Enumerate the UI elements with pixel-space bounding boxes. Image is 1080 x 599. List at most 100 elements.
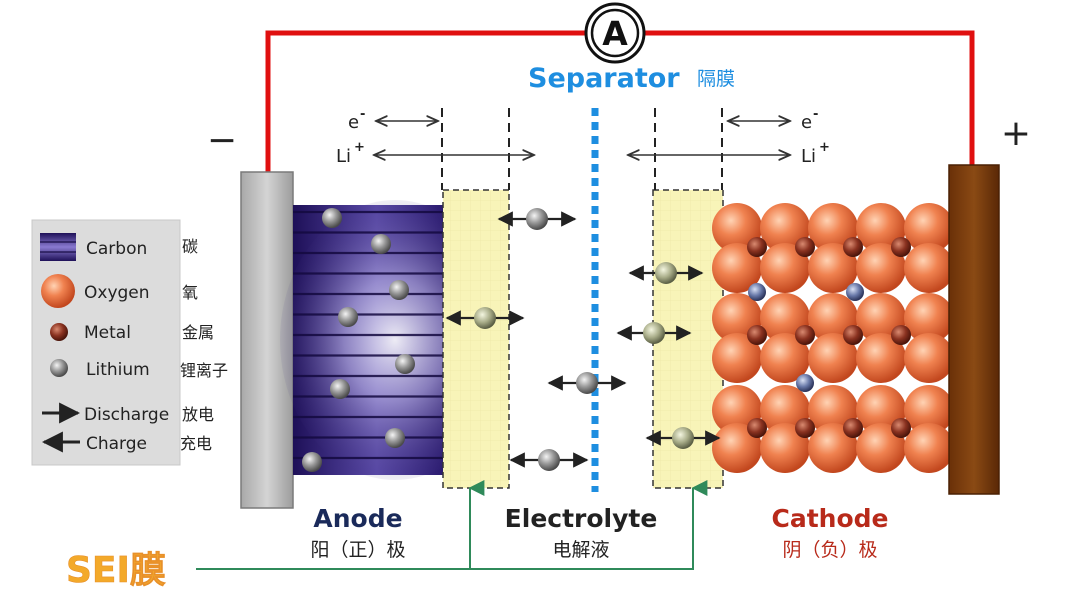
metal-ball-icon — [795, 418, 815, 438]
ammeter-icon: A — [584, 2, 646, 64]
legend-item-lithium: Lithium 锂离子 — [50, 359, 228, 380]
oxygen-ball-icon — [904, 203, 954, 253]
legend-item-oxygen: Oxygen 氧 — [41, 274, 198, 308]
flow-annotations: e - Li + e - Li + — [336, 107, 830, 167]
oxygen-ball-icon — [760, 333, 810, 383]
metal-ball-icon — [795, 237, 815, 257]
lithium-ball-icon — [371, 234, 391, 254]
lithium-ball-icon — [330, 379, 350, 399]
anode-label: Anode — [313, 504, 402, 533]
cathode-current-collector — [948, 164, 1000, 495]
svg-text:-: - — [813, 107, 818, 122]
legend-item-discharge: Discharge 放电 — [42, 402, 214, 425]
legend-label-lithium: Lithium — [86, 360, 150, 380]
legend-item-charge: Charge 充电 — [41, 431, 212, 454]
legend-label-discharge-cn: 放电 — [182, 405, 214, 424]
lithium-ball-icon — [748, 283, 766, 301]
oxygen-ball-icon — [808, 423, 858, 473]
right-lithium-label: Li + — [801, 140, 830, 167]
separator-label-cn: 隔膜 — [697, 68, 735, 90]
oxygen-ball-icon — [41, 274, 75, 308]
metal-ball-icon — [50, 323, 68, 341]
lithium-ball-icon — [385, 428, 405, 448]
oxygen-ball-icon — [856, 423, 906, 473]
left-lithium-label: Li + — [336, 140, 365, 167]
oxygen-ball-icon — [760, 423, 810, 473]
oxygen-ball-icon — [904, 333, 954, 383]
lithium-ball-icon — [672, 427, 694, 449]
metal-ball-icon — [891, 418, 911, 438]
lithium-ball-icon — [655, 262, 677, 284]
cathode-lattice — [712, 203, 954, 473]
oxygen-ball-icon — [712, 333, 762, 383]
legend-label-lithium-cn: 锂离子 — [180, 361, 228, 380]
legend-label-oxygen-cn: 氧 — [182, 283, 198, 302]
lithium-ball-icon — [846, 283, 864, 301]
electrolyte-label-cn: 电解液 — [552, 539, 609, 561]
legend-panel — [31, 219, 181, 466]
graphite-layers — [293, 210, 445, 460]
right-electron-label: e - — [801, 107, 818, 133]
sei-pointer-lines — [196, 480, 708, 570]
legend-label-metal-cn: 金属 — [182, 323, 214, 342]
lithium-ball-icon — [338, 307, 358, 327]
sei-label: SEI膜 — [66, 550, 166, 591]
ammeter-symbol: A — [602, 14, 628, 53]
svg-text:Li: Li — [801, 146, 816, 167]
legend-label-discharge: Discharge — [84, 405, 169, 425]
carbon-layer-icon — [40, 233, 76, 261]
metal-ball-icon — [747, 325, 767, 345]
legend-item-metal: Metal 金属 — [50, 323, 214, 343]
svg-text:e: e — [801, 112, 812, 133]
separator-label: Separator — [528, 63, 680, 94]
metal-ball-icon — [843, 418, 863, 438]
metal-ball-icon — [891, 237, 911, 257]
electrolyte-label: Electrolyte — [505, 504, 658, 533]
lithium-ball-icon — [395, 354, 415, 374]
metal-ball-icon — [843, 325, 863, 345]
lithium-ball-icon — [474, 307, 496, 329]
legend-label-carbon-cn: 碳 — [182, 237, 198, 256]
legend-item-carbon: Carbon 碳 — [40, 233, 198, 261]
external-circuit-wire — [265, 30, 975, 172]
legend-label-oxygen: Oxygen — [84, 283, 150, 303]
svg-text:e: e — [348, 112, 359, 133]
lithium-ball-icon — [50, 359, 68, 377]
oxygen-ball-icon — [712, 423, 762, 473]
oxygen-ball-icon — [904, 293, 954, 343]
lithium-ball-icon — [538, 449, 560, 471]
svg-text:-: - — [360, 107, 365, 122]
oxygen-ball-icon — [856, 333, 906, 383]
legend-label-charge: Charge — [86, 434, 147, 454]
lithium-ball-icon — [322, 208, 342, 228]
oxygen-ball-icon — [904, 423, 954, 473]
oxygen-ball-icon — [904, 385, 954, 435]
oxygen-ball-icon — [856, 243, 906, 293]
legend-label-metal: Metal — [84, 323, 131, 343]
migrating-lithium-ions — [445, 208, 721, 471]
legend-label-carbon: Carbon — [86, 239, 147, 259]
svg-text:+: + — [819, 140, 830, 155]
boundary-dashed-lines — [441, 108, 723, 190]
cathode-label-cn: 阴（负）极 — [782, 539, 877, 561]
lithium-ball-icon — [302, 452, 322, 472]
metal-ball-icon — [843, 237, 863, 257]
negative-terminal-sign: − — [207, 120, 237, 161]
metal-ball-icon — [747, 237, 767, 257]
lithium-ball-icon — [796, 374, 814, 392]
anode-lithium-ions — [302, 208, 415, 472]
left-electron-label: e - — [348, 107, 365, 133]
lithium-ball-icon — [389, 280, 409, 300]
oxygen-ball-icon — [712, 243, 762, 293]
svg-text:Li: Li — [336, 146, 351, 167]
metal-ball-icon — [747, 418, 767, 438]
metal-ball-icon — [891, 325, 911, 345]
legend: Carbon 碳 Oxygen 氧 Metal 金属 Lithium 锂离子 D… — [31, 219, 228, 466]
legend-label-charge-cn: 充电 — [180, 434, 212, 453]
oxygen-ball-icon — [760, 243, 810, 293]
svg-text:+: + — [354, 140, 365, 155]
oxygen-ball-icon — [808, 243, 858, 293]
oxygen-ball-icon — [904, 243, 954, 293]
lithium-ball-icon — [576, 372, 598, 394]
